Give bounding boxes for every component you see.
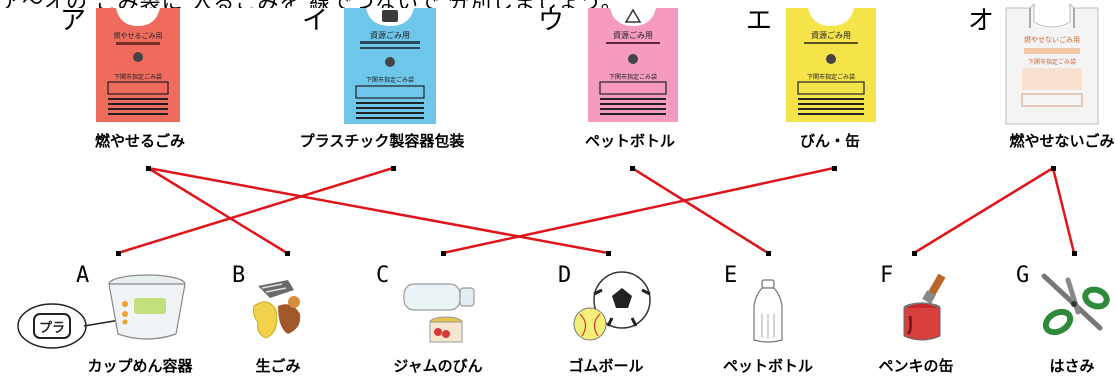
item-letter-E: E: [724, 263, 738, 288]
pin-item-D[interactable]: [606, 251, 611, 256]
garbage-bag-pet-bottle: 資源ごみ用 下関市指定ごみ袋: [588, 4, 678, 122]
pin-bag-a[interactable]: [146, 166, 151, 171]
item-letter-C: C: [376, 263, 390, 288]
bag-letter-i: イ: [302, 6, 329, 36]
bag-label-non-burnable: 燃やせないごみ: [1009, 132, 1115, 150]
bag-label-bottles-cans: びん・缶: [799, 132, 861, 150]
pin-bag-i[interactable]: [391, 166, 396, 171]
svg-text:下関市指定ごみ袋: 下関市指定ごみ袋: [807, 73, 855, 81]
garbage-bag-bottles-cans: 資源ごみ用 下関市指定ごみ袋: [786, 4, 876, 122]
item-label-jam-jar: ジャムのびん: [393, 357, 483, 375]
svg-text:下関市指定ごみ袋: 下関市指定ごみ袋: [1028, 58, 1076, 66]
item-label-paint-can: ペンキの缶: [878, 357, 954, 375]
item-food-scraps: [248, 276, 310, 342]
pin-bag-o[interactable]: [1051, 166, 1056, 171]
pin-bag-u[interactable]: [630, 166, 635, 171]
svg-text:燃やせるごみ用: 燃やせるごみ用: [114, 31, 163, 40]
pin-item-E[interactable]: [766, 251, 771, 256]
item-pet-bottle: [748, 278, 788, 344]
item-label-pet-bottle: ペットボトル: [722, 357, 814, 375]
svg-text:燃やせないごみ用: 燃やせないごみ用: [1024, 35, 1080, 44]
line-i-to-A: [117, 166, 394, 255]
svg-text:資源ごみ用: 資源ごみ用: [370, 30, 410, 40]
item-label-cup-noodle: カップめん容器: [87, 357, 193, 375]
line-a-to-D: [147, 166, 609, 255]
svg-text:下関市指定ごみ袋: 下関市指定ごみ袋: [366, 76, 414, 84]
svg-text:資源ごみ用: 資源ごみ用: [811, 30, 851, 40]
bag-label-pet-bottle: ペットボトル: [584, 132, 676, 150]
line-u-to-E: [631, 166, 769, 255]
item-jam-jar: [402, 280, 480, 344]
line-e-to-C: [442, 166, 835, 255]
bag-label-burnable: 燃やせるごみ: [94, 132, 186, 150]
svg-text:下関市指定ごみ袋: 下関市指定ごみ袋: [114, 73, 162, 81]
garbage-bag-plastic-packaging: 資源ごみ用 下関市指定ごみ袋: [344, 4, 436, 124]
bag-label-plastic-packaging: プラスチック製容器包装: [299, 132, 465, 150]
item-letter-B: B: [232, 263, 246, 288]
line-o-to-F: [913, 166, 1054, 255]
pin-item-F[interactable]: [912, 251, 917, 256]
plastic-mark-icon: プラ: [39, 321, 65, 336]
svg-text:下関市指定ごみ袋: 下関市指定ごみ袋: [609, 73, 657, 81]
line-o-to-G: [1051, 167, 1076, 254]
line-a-to-B: [147, 166, 288, 255]
bag-letter-o: オ: [968, 6, 995, 36]
bag-letter-u: ウ: [538, 6, 565, 36]
bag-letter-a: ア: [60, 6, 87, 36]
svg-text:資源ごみ用: 資源ごみ用: [613, 30, 653, 40]
item-letter-A: A: [76, 263, 90, 288]
item-label-food-scraps: 生ごみ: [255, 357, 301, 375]
pin-item-G[interactable]: [1072, 251, 1077, 256]
item-label-scissors: はさみ: [1049, 357, 1095, 375]
worksheet-heading: ア〜オの ごみ袋に 入るごみを 線でつないで 分別しましょう。: [0, 0, 1117, 8]
item-label-rubber-ball: ゴムボール: [568, 357, 644, 375]
pin-bag-e[interactable]: [832, 166, 837, 171]
item-letter-D: D: [558, 263, 572, 288]
item-scissors: [1038, 270, 1110, 340]
pin-item-B[interactable]: [285, 251, 290, 256]
garbage-bag-non-burnable: 燃やせないごみ用 下関市指定ごみ袋: [1004, 2, 1100, 126]
bag-letter-e: エ: [746, 6, 773, 36]
pin-item-A[interactable]: [116, 251, 121, 256]
item-cup-noodle-container: プラ: [12, 272, 202, 352]
item-rubber-balls: [572, 270, 656, 344]
garbage-bag-burnable: 燃やせるごみ用 下関市指定ごみ袋: [96, 4, 180, 122]
item-letter-G: G: [1016, 263, 1030, 288]
pin-item-C[interactable]: [441, 251, 446, 256]
item-letter-F: F: [880, 263, 894, 288]
item-paint-can: [898, 272, 956, 344]
